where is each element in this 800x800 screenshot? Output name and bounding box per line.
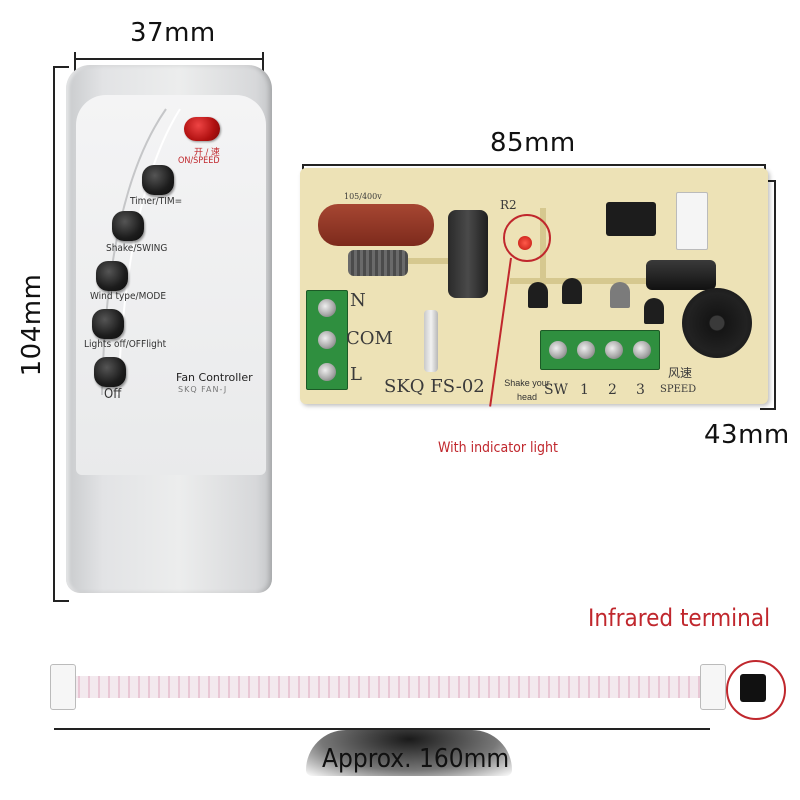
light-button[interactable] [92,309,124,339]
light-label: Lights off/OFFlight [84,339,167,350]
remote-width-line [74,58,264,60]
r2-label: R2 [500,198,517,212]
circuit-board: 105/400v R2 N COM L SW 1 2 3 风速 SPEED SK… [300,168,768,404]
infrared-caption: Infrared terminal [588,604,771,632]
cable [70,676,710,698]
model-label: SKQ FAN-J [178,385,228,394]
timer-button[interactable] [142,165,174,195]
cable-length-label: Approx. 160mm [322,744,510,774]
electrolytic-capacitor [448,210,488,298]
screw [549,341,567,359]
power-terminal-block [306,290,348,390]
remote-width-label: 37mm [130,18,216,48]
power-label: ON/SPEED [178,156,220,166]
trace [510,278,690,284]
indicator-highlight-circle [503,214,551,262]
terminal-n-label: N [350,290,366,311]
screw [577,341,595,359]
buzzer [682,288,752,358]
screw [633,341,651,359]
remote-width-tick-left [74,52,76,72]
screw [318,299,336,317]
off-label: Off [104,387,122,402]
swing-label: Shake/SWING [106,243,168,254]
speed-cn-label: 风速 [668,366,693,380]
board-height-label: 43mm [704,420,790,450]
terminal-com-label: COM [346,328,393,349]
cable-length-badge [306,730,512,776]
inductor [348,250,408,276]
speed-terminal-block [540,330,660,370]
speed-2-label: 2 [608,382,617,398]
screw [605,341,623,359]
remote-width-tick-right [262,52,264,72]
board-height-tick-top [760,180,776,182]
terminal-l-label: L [350,364,362,385]
remote-height-tick-top [53,66,69,68]
infrared-receiver [740,674,766,702]
remote-height-line [53,66,55,602]
cable-right-connector [700,664,726,710]
infrared-highlight-circle [726,660,786,720]
board-width-line [302,164,766,166]
speed-sw-label: SW [544,382,568,398]
board-height-tick-bottom [760,408,776,410]
diode [646,260,716,290]
board-width-label: 85mm [490,128,576,158]
power-label-cn: 开 / 速 [194,148,220,158]
brand-label: Fan Controller [176,371,253,384]
speed-en-label: SPEED [660,384,697,395]
speed-3-label: 3 [636,382,645,398]
remote-height-tick-bottom [53,600,69,602]
screw [318,363,336,381]
film-capacitor [318,204,434,246]
indicator-caption: With indicator light [438,440,558,456]
speed-1-label: 1 [580,382,589,398]
trace [360,258,480,264]
mode-button[interactable] [96,261,128,291]
shake-caption: Shake your head [504,378,550,402]
screw [318,331,336,349]
cable-length-line [54,728,710,730]
remote-control: 开 / 速 ON/SPEED Timer/TIM= Shake/SWING Wi… [66,65,272,593]
remote-height-label: 104mm [17,273,47,377]
transistor [562,278,582,304]
transistor [610,282,630,308]
cable-left-connector [50,664,76,710]
ic-chip [606,202,656,236]
board-height-line [774,180,776,410]
capacitor-label: 105/400v [344,192,382,201]
board-model-label: SKQ FS-02 [384,376,485,397]
power-speed-button[interactable] [184,117,220,141]
off-button[interactable] [94,357,126,387]
swing-button[interactable] [112,211,144,241]
transistor [528,282,548,308]
timer-label: Timer/TIM= [130,196,183,207]
ir-connector [676,192,708,250]
mode-label: Wind type/MODE [90,291,167,302]
fuse [424,310,438,372]
transistor [644,298,664,324]
